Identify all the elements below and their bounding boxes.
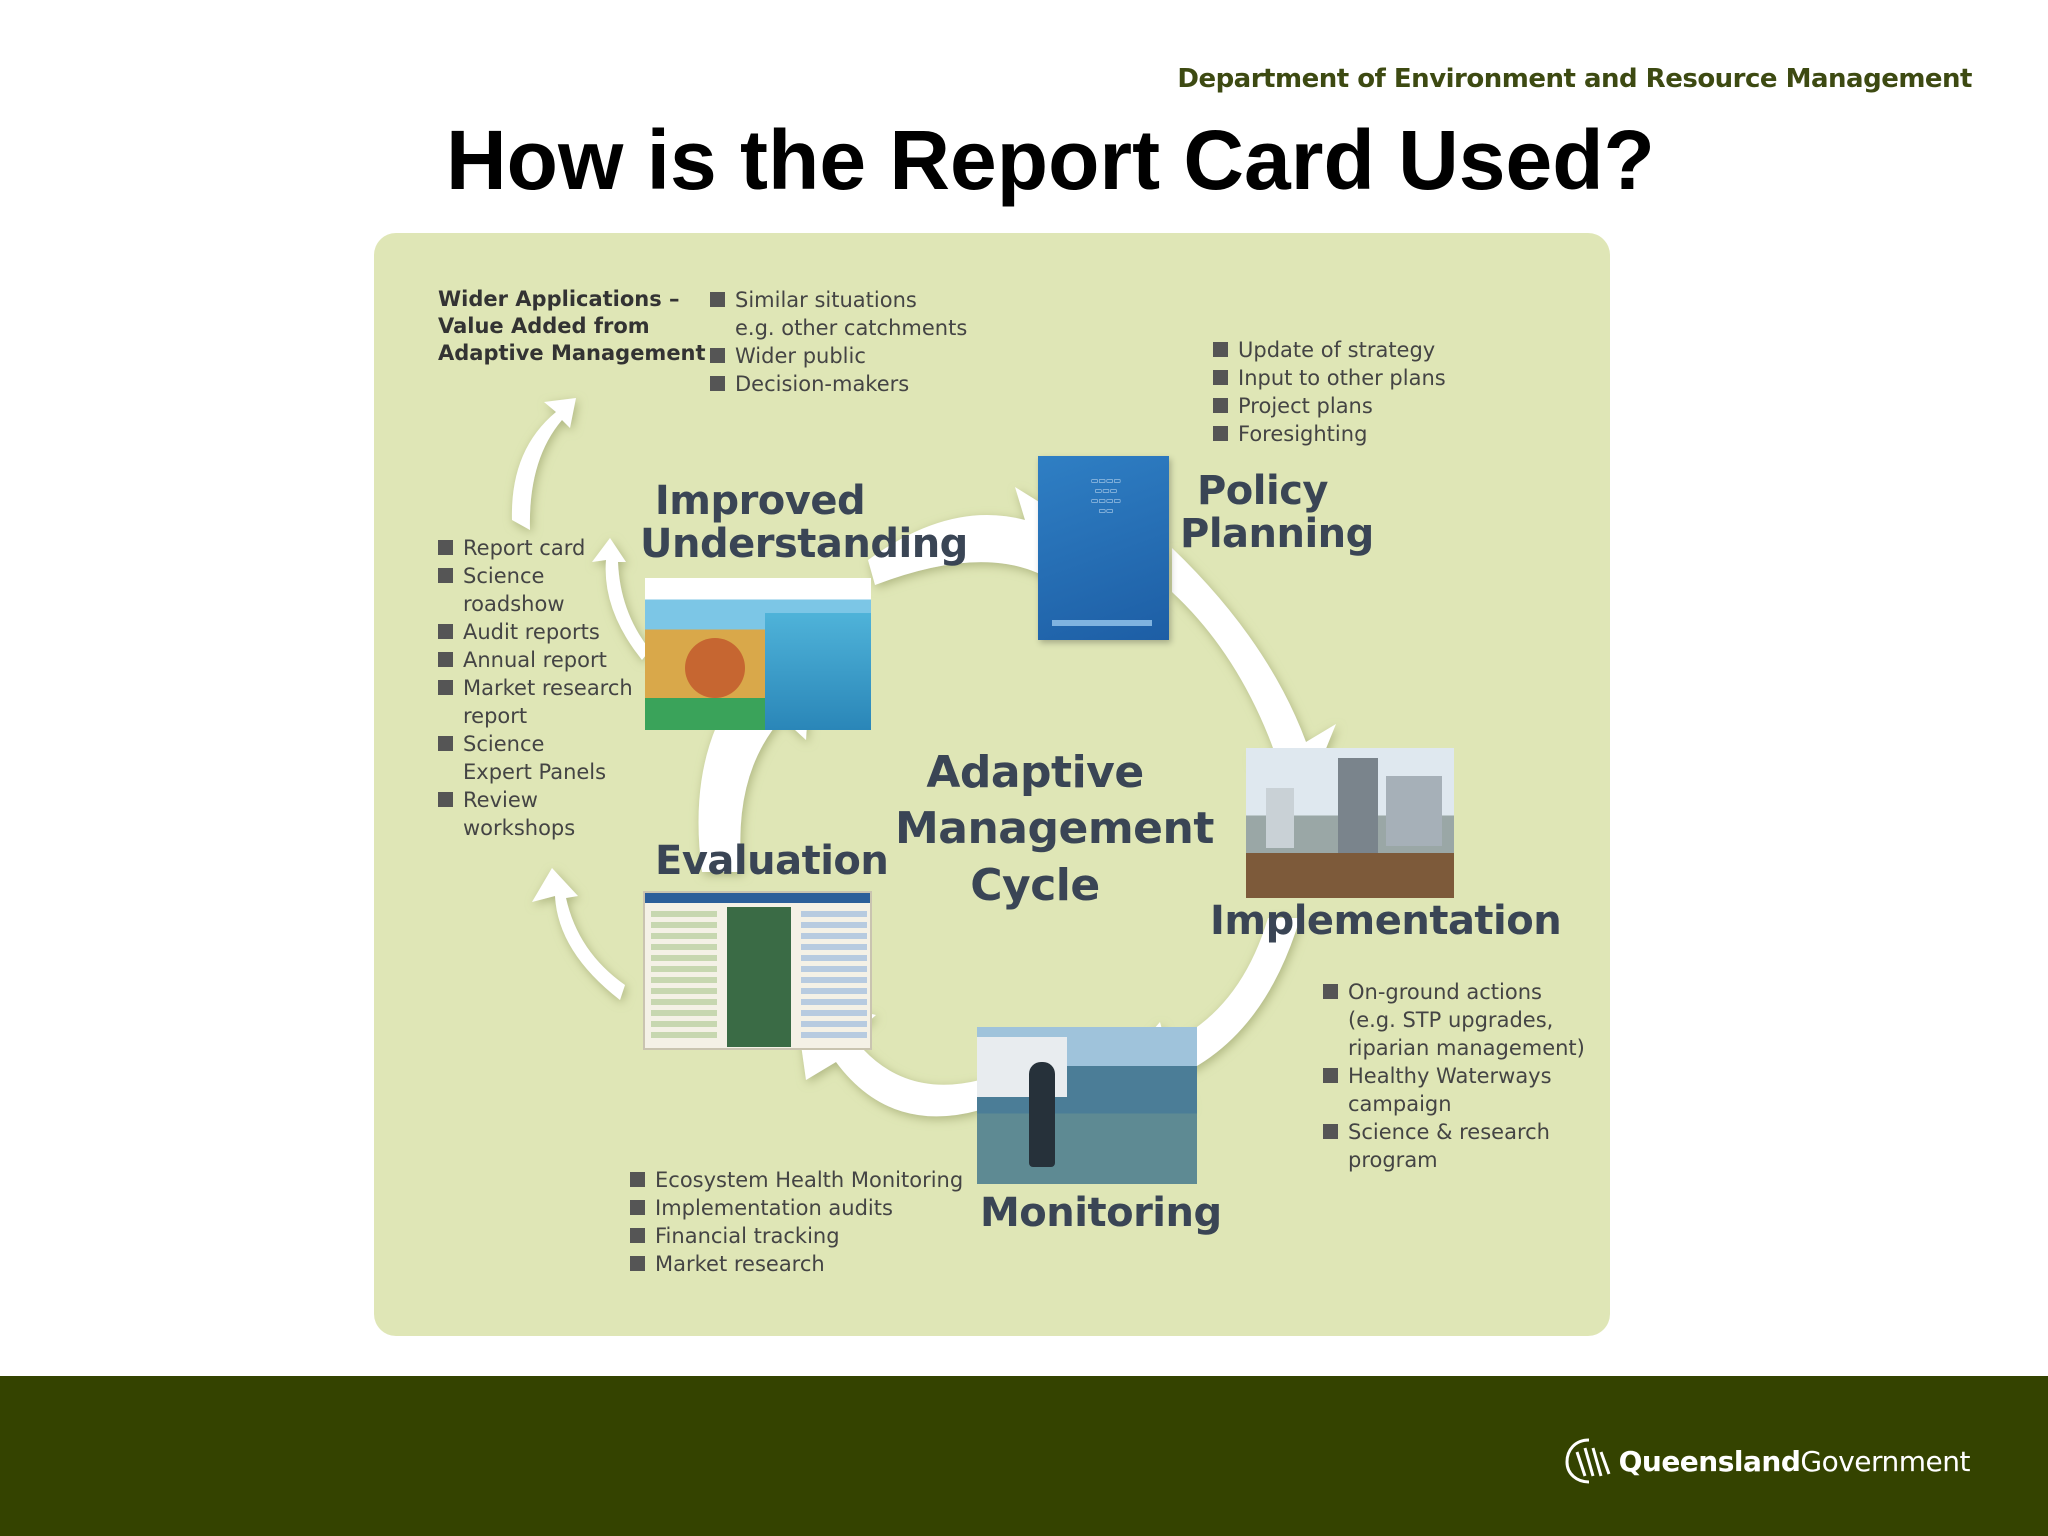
list-item: Financial tracking [630, 1222, 963, 1250]
list-item: Input to other plans [1213, 364, 1446, 392]
list-item: Decision-makers [710, 370, 967, 398]
stage-evaluation: Evaluation [655, 838, 889, 884]
arrow-outer-wider [511, 398, 576, 530]
monitoring-photo-image [977, 1027, 1197, 1184]
wider-applications-heading: Wider Applications – Value Added from Ad… [438, 287, 706, 365]
brand-name-bold: Queensland [1618, 1444, 1801, 1478]
department-name: Department of Environment and Resource M… [1177, 64, 1972, 94]
stage-improved-understanding: Improved Understanding [640, 478, 968, 568]
stage-implementation: Implementation [1210, 898, 1562, 944]
treatment-plant-image [1246, 748, 1454, 898]
brand-name-light: Government [1800, 1444, 1970, 1478]
arrow-outer-improved [592, 538, 650, 660]
list-item: Audit reports [438, 618, 633, 646]
list-item: Foresighting [1213, 420, 1446, 448]
list-item: Ecosystem Health Monitoring [630, 1166, 963, 1194]
science-diagram-image [645, 578, 871, 730]
implementation-list: On-ground actions(e.g. STP upgrades,ripa… [1323, 978, 1585, 1174]
list-item: Update of strategy [1213, 336, 1446, 364]
cycle-center-label: Adaptive Management Cycle [895, 747, 1214, 911]
page-title: How is the Report Card Used? [446, 113, 1655, 207]
policy-planning-list: Update of strategy Input to other plans … [1213, 336, 1446, 448]
list-item: Project plans [1213, 392, 1446, 420]
monitoring-list: Ecosystem Health Monitoring Implementati… [630, 1166, 963, 1278]
list-item: Wider public [710, 342, 967, 370]
report-card-image [643, 891, 872, 1050]
queensland-crest-icon [1565, 1438, 1610, 1484]
queensland-government-logo: Queensland Government [1563, 1436, 1970, 1486]
stage-policy-planning: Policy Planning [1180, 468, 1374, 558]
list-item: Annual report [438, 646, 633, 674]
policy-document-image: ▭▭▭▭▭▭▭▭▭▭▭▭▭ [1038, 456, 1169, 640]
list-item: On-ground actions(e.g. STP upgrades,ripa… [1323, 978, 1585, 1062]
list-item: Report card [438, 534, 633, 562]
footer-bar [0, 1376, 2048, 1536]
list-item: Market research [630, 1250, 963, 1278]
list-item: Implementation audits [630, 1194, 963, 1222]
stage-monitoring: Monitoring [980, 1190, 1222, 1236]
arrow-outer-evaluation [532, 868, 625, 1000]
